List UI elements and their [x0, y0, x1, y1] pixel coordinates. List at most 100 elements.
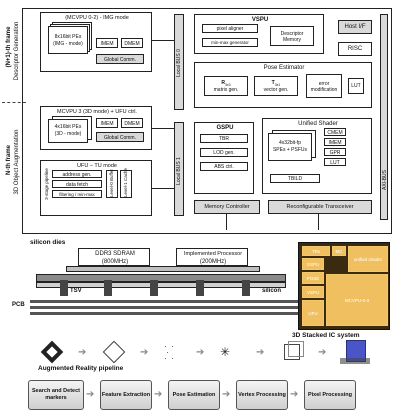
shader-stack-front	[268, 133, 312, 161]
lod-gen-label: LOD gen.	[213, 150, 235, 156]
pixel-aligner: pixel aligner	[202, 24, 258, 33]
pe-3d-mode: (3D - mode)	[54, 131, 82, 137]
local-bus1	[174, 122, 184, 216]
imem-shader-label: IMEM	[328, 140, 342, 146]
ar-pipeline: ➔ ➔ · · ·· · ➔ ✳ ➔ ➔ Augmented Reality p…	[0, 340, 409, 419]
tbild-label: TBILD	[287, 176, 303, 182]
wireframe-cube-back	[288, 341, 304, 357]
dmem-3d-label: DMEM	[124, 121, 140, 127]
ddr3-line1: DDR3 SDRAM	[95, 251, 135, 257]
step-search-detect: Search and Detect markers	[28, 380, 84, 410]
step-search-label: Search and Detect markers	[32, 388, 80, 401]
pe-stack-3d-front	[48, 119, 88, 143]
reconfig-transceiver: Reconfigurable Transceiver	[268, 200, 372, 214]
imem-shader: IMEM	[324, 138, 346, 146]
lut-shader: LUT	[324, 158, 346, 166]
desc-gen-label: Descriptor Generation	[14, 21, 20, 81]
silicon-dies-label: silicon dies	[30, 239, 66, 246]
imem-img: IMEM	[96, 38, 118, 48]
bus-link-1	[152, 40, 174, 41]
rendered-cube-shadow	[340, 358, 370, 364]
obj-aug-label: 3D Object Augmentation	[14, 129, 20, 195]
ddr3-line2: (800MHz)	[101, 259, 129, 265]
quad-outline-icon	[102, 340, 126, 364]
risc: RISC	[338, 42, 372, 56]
ufu-block: UFU – TU mode	[40, 160, 152, 216]
gpr-label: GPR	[329, 150, 341, 156]
descriptor-memory-label: Descriptor Memory	[280, 31, 304, 43]
gspu-block: GSPU	[194, 122, 254, 194]
descriptor-memory: Descriptor Memory	[270, 26, 314, 46]
level1-cache	[120, 170, 132, 198]
img-mode-title: (MCVPU 0-2) - IMG mode	[65, 15, 129, 21]
architecture-diagram: (N+1)-th frame Descriptor Generation N-t…	[2, 8, 392, 234]
level1-label: Level-1 Cache	[123, 167, 128, 197]
pe-3d-label: 4x16bit PEs	[54, 124, 82, 130]
imem-3d-label: IMEM	[100, 121, 114, 127]
address-gen-label: address gen.	[62, 172, 92, 178]
arrow-icon-4: ➔	[256, 347, 265, 358]
interposer2	[36, 282, 286, 288]
memory-controller-label: Memory Controller	[204, 204, 250, 210]
ddr3-die: DDR3 SDRAM (800MHz)	[78, 248, 150, 266]
impl-die: Implemented Processor (200MHz)	[176, 248, 248, 266]
stack-cross-section: silicon dies DDR3 SDRAM (800MHz) Impleme…	[0, 234, 409, 320]
step-vertex-label: Vertex Processing	[238, 391, 286, 398]
cmem-label: CMEM	[327, 130, 343, 136]
stack-system-label: 3D Stacked IC system	[292, 332, 360, 339]
tsv-4	[196, 280, 204, 296]
axi-bus-label: AXI-BUS	[382, 170, 388, 191]
pcb-layer-3	[30, 312, 300, 315]
reconfig-transceiver-label: Reconfigurable Transceiver	[286, 204, 354, 210]
flow-arrow-4: ➔	[290, 389, 299, 400]
imem-img-label: IMEM	[100, 41, 114, 47]
chip-ufu: UFU	[302, 300, 324, 326]
step-pixel-label: Pixel Processing	[307, 391, 353, 398]
silicon-label: silicon	[262, 288, 282, 294]
error-modification: error modification	[306, 74, 342, 98]
pe-img-mode: (IMG - mode)	[53, 41, 83, 47]
r-matrix-sub: matrix gen.	[213, 87, 239, 93]
minmax-gen: min-max generator	[202, 38, 258, 47]
shader-spec: 4x32bit-fp	[279, 140, 301, 146]
lut-shader-label: LUT	[330, 160, 340, 166]
pe-stack-img-front	[48, 26, 88, 54]
local-bus0	[174, 14, 184, 110]
frame-divider	[2, 102, 26, 103]
gspu-title: GSPU	[216, 125, 234, 131]
step-vertex-processing: Vertex Processing	[236, 380, 288, 410]
mcvpu3-title: MCVPU 3 (3D mode) + UFU ctrl.	[57, 109, 137, 115]
global-comm-img: Global Comm.	[96, 54, 144, 64]
address-gen: address gen.	[52, 170, 102, 178]
tsv-1	[60, 280, 68, 296]
pixel-aligner-label: pixel aligner	[216, 26, 244, 32]
pose-axes-icon: ✳	[220, 345, 231, 359]
lut-pose: LUT	[348, 78, 364, 94]
pipeline-3stage: 3-stage pipeline	[44, 168, 49, 200]
dmem-3d: DMEM	[121, 118, 143, 128]
filtering-label: filtering / min-max	[59, 192, 95, 197]
global-comm-img-label: Global Comm.	[104, 57, 136, 63]
arrow-icon-2: ➔	[140, 347, 149, 358]
arrow-down-left	[226, 214, 227, 230]
axi-bus	[380, 14, 388, 220]
chip-vspu: VSPU	[302, 286, 324, 298]
t-vector-gen: T3x1 vector gen.	[254, 76, 298, 96]
arrow-icon-5: ➔	[318, 347, 327, 358]
global-comm-3d: Global Comm.	[96, 132, 144, 142]
dmem-img: DMEM	[121, 38, 143, 48]
r-matrix-gen: R3x3 matrix gen.	[204, 76, 248, 96]
step-pose-estimation: Pose Estimation	[168, 380, 220, 410]
impl-line2: (200MHz)	[199, 259, 227, 265]
pose-estimator-title: Pose Estimator	[263, 65, 305, 71]
chip-pose: POSE	[302, 272, 324, 284]
gpr: GPR	[324, 148, 346, 156]
pipeline-title: Augmented Reality pipeline	[38, 365, 124, 372]
lut-pose-label: LUT	[351, 83, 361, 89]
r-matrix-label: R3x3	[221, 80, 231, 87]
chip-trx: TRx	[302, 246, 330, 256]
pcb-label: PCB	[12, 302, 25, 308]
pcb-layer-2	[30, 306, 300, 309]
tsv-3	[150, 280, 158, 296]
host-if: Host I/F	[338, 20, 372, 34]
